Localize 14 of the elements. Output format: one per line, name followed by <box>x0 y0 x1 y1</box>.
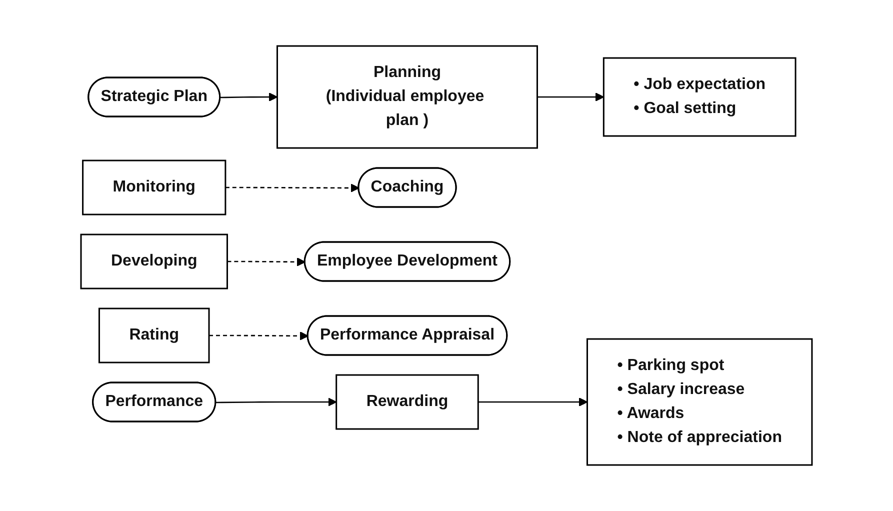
node-box: Monitoring <box>82 160 226 216</box>
arrow <box>216 398 337 406</box>
node-box: Rating <box>98 308 210 364</box>
arrow <box>220 92 278 102</box>
arrow <box>537 92 604 102</box>
arrow <box>478 398 588 406</box>
node-box: • Parking spot • Salary increase • Awards • Note of appreciation <box>586 338 813 466</box>
node-box: Rewarding <box>336 374 479 430</box>
node-box: Planning (Individual employee plan ) <box>276 45 538 149</box>
arrow <box>209 332 308 340</box>
arrow <box>225 184 360 192</box>
arrow <box>227 258 306 266</box>
node-box: • Job expectation • Goal setting <box>602 57 796 137</box>
node-box: Developing <box>80 234 228 290</box>
